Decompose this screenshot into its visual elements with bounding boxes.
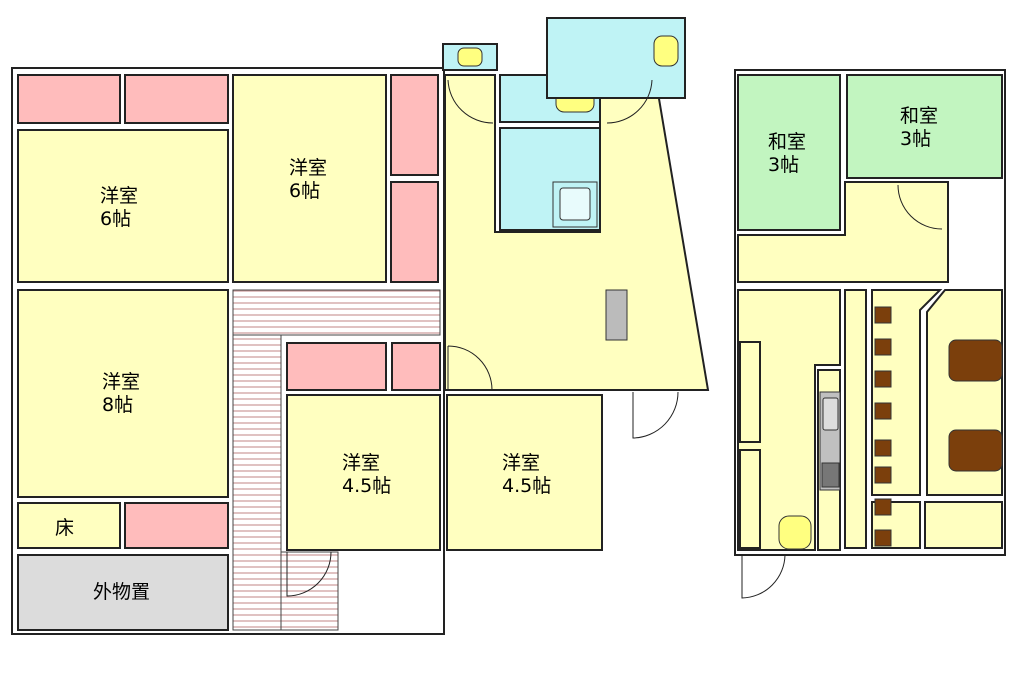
- room-label: 外物置: [93, 581, 150, 603]
- shelf: [739, 341, 761, 443]
- annex-hallway: [737, 181, 949, 283]
- room-western-6-left: [17, 129, 229, 283]
- chairs: [874, 306, 892, 547]
- chair-icon: [874, 306, 892, 324]
- chair-icon: [874, 439, 892, 457]
- door-swing-icon[interactable]: [447, 345, 493, 391]
- wood-deck: [232, 334, 282, 631]
- toilet-icon: [653, 35, 679, 67]
- door-swing-icon[interactable]: [632, 391, 679, 439]
- wood-deck: [232, 289, 441, 336]
- toilet-icon: [778, 515, 812, 550]
- chair-icon: [874, 402, 892, 420]
- closet: [124, 74, 229, 124]
- closet: [286, 342, 387, 391]
- sofa-icon: [948, 339, 1003, 382]
- chair-icon: [874, 370, 892, 388]
- annex-building: [734, 69, 1006, 599]
- sink-icon: [822, 397, 839, 431]
- room-western-45-right: [446, 394, 603, 551]
- door-swing-icon[interactable]: [741, 554, 786, 599]
- wood-deck: [280, 551, 339, 631]
- sofa-icon: [948, 429, 1003, 472]
- room-western-6-center: [232, 74, 387, 283]
- main-building: [11, 17, 710, 635]
- chair-icon: [874, 338, 892, 356]
- closet: [17, 74, 121, 124]
- refrigerator-icon: [605, 289, 628, 341]
- bathtub-basin: [559, 187, 591, 221]
- sink-icon: [457, 47, 483, 67]
- kitchen-area: [737, 289, 841, 551]
- room-western-8: [17, 289, 229, 498]
- room-japanese-3-right: [846, 74, 1003, 179]
- room-label: 床: [55, 517, 74, 539]
- room-storage: [17, 554, 229, 631]
- door-swing-icon[interactable]: [606, 79, 653, 124]
- chair-icon: [874, 529, 892, 547]
- door-swing-icon[interactable]: [897, 184, 943, 230]
- shelf: [739, 449, 761, 549]
- room-japanese-3-left: [737, 74, 841, 231]
- annex-outer-wall: [734, 69, 1006, 556]
- chair-icon: [874, 498, 892, 516]
- door-swing-icon[interactable]: [286, 551, 332, 597]
- room-western-45-left: [286, 394, 441, 551]
- closet: [391, 342, 441, 391]
- closet: [390, 74, 439, 176]
- chair-icon: [874, 466, 892, 484]
- closet: [390, 181, 439, 283]
- door-swing-icon[interactable]: [447, 79, 494, 124]
- stove-icon: [821, 462, 840, 488]
- strip: [844, 289, 867, 549]
- room-floor: [17, 502, 121, 549]
- closet: [124, 502, 229, 549]
- cell: [924, 501, 1003, 549]
